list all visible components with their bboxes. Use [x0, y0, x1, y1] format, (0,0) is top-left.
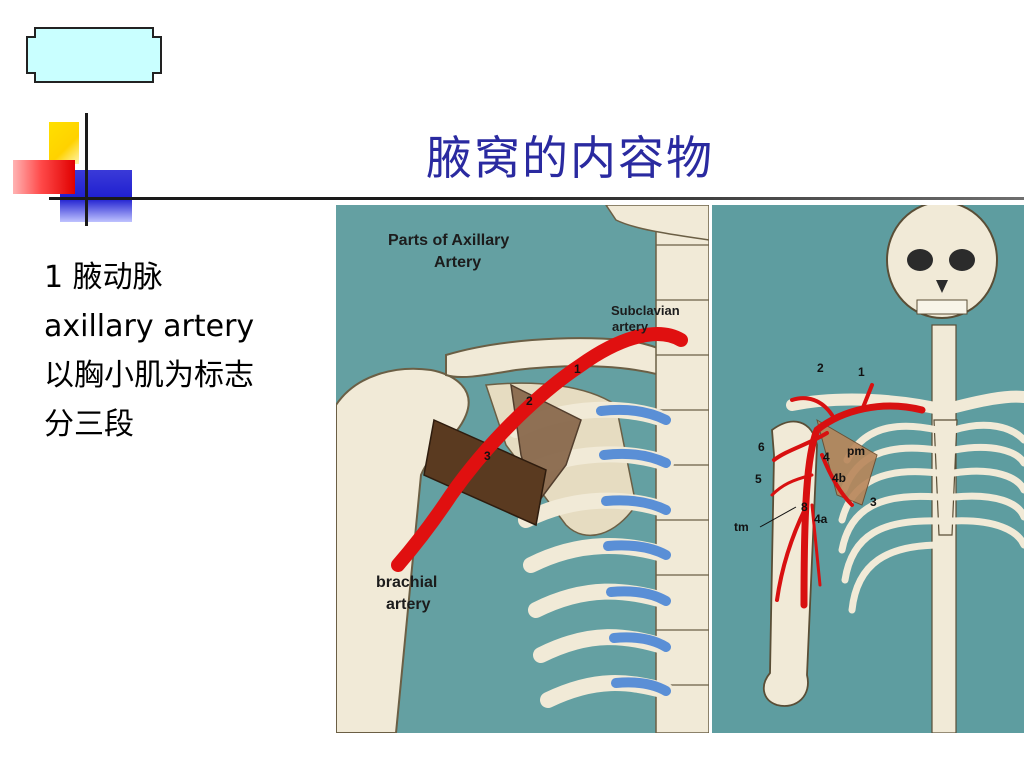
bullet-list: 1 腋动脉 axillary artery 以胸小肌为标志 分三段	[44, 258, 304, 454]
branch-label-pm: pm	[847, 444, 865, 458]
title-underline	[49, 197, 1024, 200]
skeleton-artery-branches-diagram: 2 1 6 4 pm 5 4b 3 tm 8 4a	[712, 205, 1024, 733]
branch-label-1: 1	[858, 365, 865, 379]
branch-label-4b: 4b	[832, 471, 846, 485]
bullet-axillary-artery-en: axillary artery	[44, 309, 255, 344]
branch-label-5: 5	[755, 472, 762, 486]
bullet-axillary-artery-cn: 1 腋动脉	[44, 260, 163, 295]
branch-label-3: 3	[870, 495, 877, 509]
branch-label-4: 4	[823, 450, 830, 464]
corner-decoration-box	[26, 27, 162, 83]
bullet-three-parts: 分三段	[44, 407, 134, 442]
slide-title: 腋窝的内容物	[426, 131, 714, 185]
branch-label-2: 2	[817, 361, 824, 375]
brachial-label-line1: brachial	[376, 574, 437, 591]
heading-line1: Parts of Axillary	[388, 232, 509, 249]
segment-label-3: 3	[484, 449, 491, 463]
segment-label-1: 1	[574, 362, 581, 376]
branch-label-8: 8	[801, 500, 808, 514]
heading-line2: Artery	[434, 254, 481, 271]
segment-label-2: 2	[526, 394, 533, 408]
branch-label-6: 6	[758, 440, 765, 454]
subclavian-label-line2: artery	[612, 319, 649, 334]
subclavian-label-line1: Subclavian	[611, 303, 680, 318]
decor-vertical-line	[85, 113, 88, 226]
decor-yellow-square	[49, 122, 79, 164]
branch-label-4a: 4a	[814, 512, 828, 526]
brachial-label-line2: artery	[386, 596, 431, 613]
bullet-landmark: 以胸小肌为标志	[44, 358, 254, 393]
axillary-artery-diagram: Parts of Axillary Artery Subclavian arte…	[336, 205, 709, 733]
decor-red-square	[13, 160, 75, 194]
branch-label-tm: tm	[734, 520, 749, 534]
